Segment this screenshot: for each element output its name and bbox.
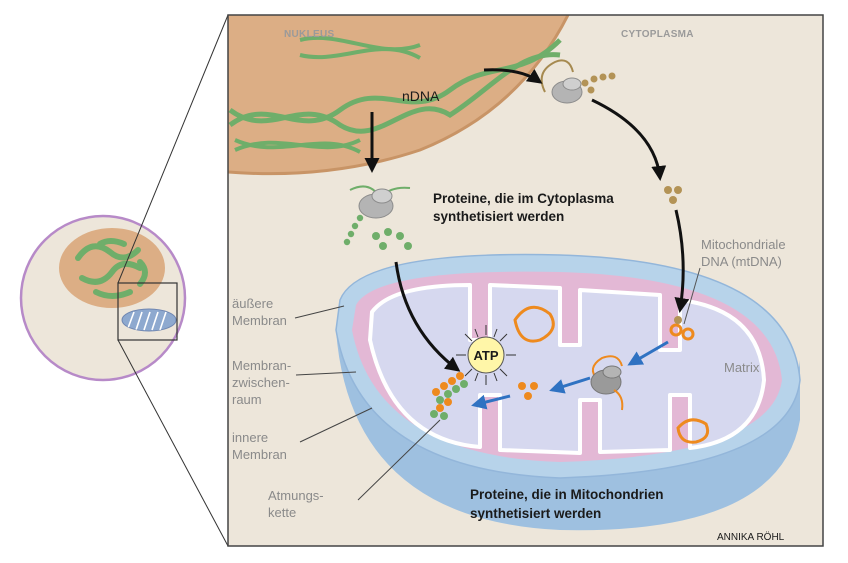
label-intermembrane-space: Membran- zwischen- raum [232,358,295,407]
label-cytoplasm: CYTOPLASMA [621,29,694,40]
label-nucleus: NUKLEUS [284,29,334,40]
label-matrix: Matrix [724,360,760,375]
nucleus-chromatin [75,238,148,299]
label-mito-proteins: Proteine, die in Mitochondrien synthetis… [470,487,667,521]
arrow-ribosome-to-protein [549,376,591,394]
cyto-ribosome-left [343,185,412,250]
arrow-into-mito [674,209,690,313]
blue-arrows [471,340,669,410]
atp-burst: ATP [456,325,516,385]
label-cyto-proteins: Proteine, die im Cytoplasma synthetisier… [433,191,618,224]
label-inner-membrane: innere Membran [232,430,287,462]
mito-protein-dots [518,382,538,400]
arrow-mtdna-to-ribosome [627,340,669,366]
mito-ribosome [590,355,624,411]
mini-mitochondrion [121,308,177,332]
cell-overview [19,14,229,547]
cyto-protein-dots [664,186,682,324]
label-respiratory-chain: Atmungs- kette [268,488,327,520]
label-mtdna: Mitochondriale DNA (mtDNA) [701,237,789,269]
cyto-ribosome-top [540,59,616,104]
mtdna-icon [669,323,683,337]
arrow-cyto-down [591,98,667,181]
respiratory-chain [430,372,468,420]
atp-label: ATP [473,348,498,363]
arrow-ndna-right [483,68,543,84]
leader-lines [294,305,441,501]
arrow-to-chain [394,261,461,372]
matrix [368,283,766,455]
mtdna-loops [513,305,710,444]
zoom-line-bottom [117,339,229,547]
label-outer-membrane: äußere Membran [232,296,287,328]
nucleus-region [228,15,568,174]
flow-arrows [364,68,690,372]
zoom-box [117,282,178,341]
labels: NUKLEUS CYTOPLASMA nDNA Proteine, die im… [232,29,789,543]
label-ndna: nDNA [402,88,440,104]
credit: ANNIKA RÖHL [717,531,785,543]
zoom-line-top [117,14,229,284]
arrow-protein-to-chain [471,394,511,410]
zoom-panel: ATP [227,14,824,547]
